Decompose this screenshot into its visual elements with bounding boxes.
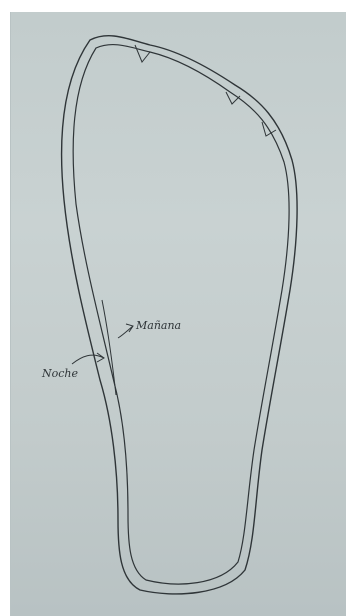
arch-detail-line	[102, 300, 116, 395]
morning-arrow	[118, 326, 133, 338]
morning-label: Mañana	[135, 319, 181, 332]
night-arrow	[72, 355, 104, 364]
night-label: Noche	[41, 367, 78, 380]
night-arrow-head	[97, 353, 104, 362]
toe-crease-1	[135, 45, 150, 62]
